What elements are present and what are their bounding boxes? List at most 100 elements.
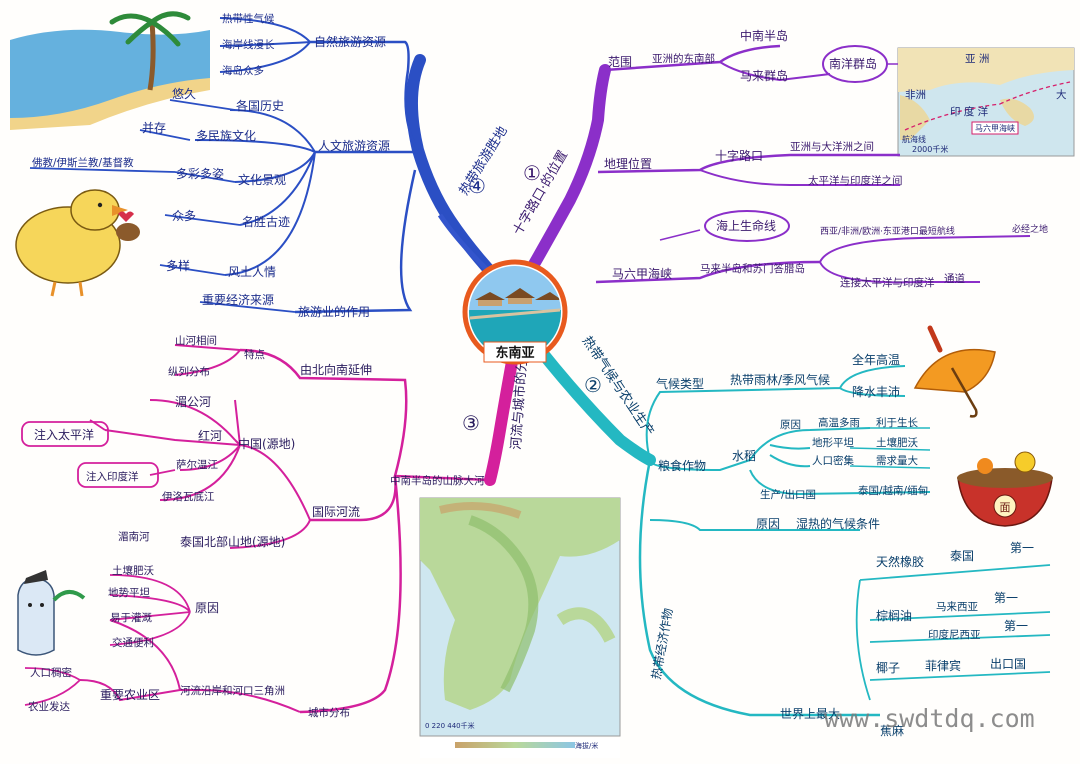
map-region-label: 马六甲海峡 — [975, 123, 1015, 133]
umbrella-illustration — [913, 325, 996, 418]
food-r4: 土壤肥沃 — [876, 436, 918, 449]
map-scale-label: 2000千米 — [912, 144, 948, 154]
river-irra: 萨尔温江 — [176, 458, 218, 471]
location-c1: 亚洲与大洋洲之间 — [790, 140, 874, 153]
tourism-econ-label: 重要经济来源 — [202, 292, 274, 307]
natural-resources-label: 自然旅游资源 — [314, 34, 386, 49]
cities-reason: 原因 — [195, 601, 219, 615]
human-item-3a: 多彩多姿 — [176, 167, 224, 181]
cities-agri: 重要农业区 — [100, 688, 160, 702]
branch-2-number: ② — [584, 373, 602, 397]
human-item-5b: 风土人情 — [228, 265, 276, 279]
tropical-palm: 棕榈油 — [876, 608, 912, 623]
food-reason: 原因 — [780, 419, 801, 431]
cities-c1: 土壤肥沃 — [112, 564, 154, 577]
map-ocean2-label: 大 — [1056, 88, 1067, 101]
branch-4-number: ④ — [468, 174, 486, 198]
map2-legend-label: 海拔/米 — [575, 741, 598, 750]
climate-hot: 全年高温 — [852, 352, 900, 367]
branch-3-number: ③ — [462, 411, 480, 435]
strait-must: 必经之地 — [1012, 223, 1048, 235]
bottle-illustration — [17, 570, 86, 656]
cities-c2: 地势平坦 — [108, 586, 150, 599]
food-r3: 地形平坦 — [812, 436, 854, 449]
cities-p1: 人口稠密 — [30, 666, 72, 679]
tropical-first-3: 第一 — [1004, 619, 1028, 633]
river-thai-source: 泰国北部山地(源地) — [180, 534, 285, 549]
food-rice: 水稻 — [732, 449, 756, 463]
cities-c3: 易于灌溉 — [110, 611, 152, 624]
tropical-palm-c1: 马来西亚 — [936, 601, 978, 613]
river-china-source: 中国(源地) — [238, 436, 295, 451]
strait-label: 马六甲海峡 — [612, 266, 672, 281]
food-producers: 生产/出口国 — [760, 488, 816, 501]
food-label: 粮食作物 — [658, 458, 706, 473]
natural-item-2: 海岸线漫长 — [222, 38, 275, 51]
range-sub: 亚洲的东南部 — [652, 52, 715, 65]
strait-lifeline: 海上生命线 — [716, 218, 776, 233]
terrain-label: 中南半岛的山脉大河 — [390, 474, 485, 487]
tropical-coconut-country: 菲律宾 — [925, 658, 961, 673]
terrain-f2: 纵列分布 — [168, 365, 210, 378]
human-item-3: 佛教/伊斯兰教/基督教 — [32, 156, 134, 169]
human-item-4b: 名胜古迹 — [242, 214, 290, 229]
location-label: 地理位置 — [604, 156, 652, 171]
river-salween: 湄公河 — [175, 395, 211, 409]
range-label: 范围 — [608, 55, 632, 69]
climate-rain: 降水丰沛 — [852, 385, 900, 399]
cities-along: 河流沿岸和河口三角洲 — [180, 684, 285, 697]
terrain-feature: 特点 — [244, 349, 265, 361]
terrain-f1: 山河相间 — [175, 334, 217, 347]
river-pacific: 注入太平洋 — [34, 427, 94, 442]
cities-p2: 农业发达 — [28, 700, 70, 713]
cities-c4: 交通便利 — [112, 636, 154, 649]
tropical-reason-text: 湿热的气候条件 — [796, 516, 880, 531]
center-title: 东南亚 — [495, 345, 534, 361]
branch-3-label: 河流与城市的分布 — [508, 345, 531, 450]
food-countries: 泰国/越南/缅甸 — [858, 484, 928, 497]
climate-label: 气候类型 — [656, 376, 704, 391]
human-item-2: 并存 — [142, 121, 166, 135]
tropical-label: 热带经济作物 — [648, 607, 675, 681]
location-crossroad: 十字路口 — [715, 148, 763, 163]
tropical-coconut: 椰子 — [876, 660, 900, 675]
branch-3-rivers-cities: ③ 河流与城市的分布 中南半岛的山脉大河 由北向南延伸 特点 山河相间 纵列分布… — [21, 334, 531, 719]
beach-illustration — [10, 11, 210, 130]
cities-label: 城市分布 — [308, 706, 350, 719]
strait-route: 西亚/非洲/欧洲·东亚港口最短航线 — [820, 225, 955, 237]
center-node: 东南亚 — [462, 259, 568, 365]
human-item-4: 众多 — [172, 209, 196, 223]
map2-scale-label: 0 220 440千米 — [425, 721, 475, 730]
climate-types: 热带雨林/季风气候 — [730, 372, 830, 387]
range-nanyang: 南洋群岛 — [829, 56, 877, 71]
map-ocean-label: 印 度 洋 — [950, 105, 989, 118]
human-item-1b: 各国历史 — [236, 98, 284, 113]
river-red: 红河 — [198, 428, 222, 443]
river-indian: 注入印度洋 — [86, 470, 139, 483]
map-legend-label: 航海线 — [902, 134, 926, 144]
natural-item-1: 热带性气候 — [222, 12, 275, 25]
human-item-1: 悠久 — [172, 86, 196, 101]
strait-connect: 连接太平洋与印度洋 — [840, 276, 935, 289]
malacca-map: 亚 洲 非洲 大 印 度 洋 马六甲海峡 航海线 2000千米 — [897, 47, 1075, 157]
human-item-2b: 多民族文化 — [196, 128, 256, 143]
chicken-illustration — [15, 189, 140, 297]
food-r2: 利于生长 — [876, 416, 918, 429]
food-r1: 高温多雨 — [818, 416, 860, 429]
branch-1-number: ① — [523, 161, 541, 185]
range-peninsula: 中南半岛 — [740, 28, 788, 43]
tropical-rubber-country: 泰国 — [950, 549, 974, 563]
indochina-map: 海拔/米 0 220 440千米 — [419, 497, 621, 758]
food-r6: 需求量大 — [876, 454, 918, 467]
human-item-5: 多样 — [166, 258, 190, 273]
human-resources-label: 人文旅游资源 — [318, 138, 390, 153]
map-africa-label: 非洲 — [905, 89, 926, 101]
watermark: www.swdtdq.com — [824, 704, 1035, 733]
branch-4-tourism: 热带旅游胜地 ④ 自然旅游资源 热带性气候 海岸线漫长 海岛众多 人文旅游资源 … — [29, 12, 511, 319]
river-menam: 湄南河 — [118, 530, 150, 543]
tropical-palm-c2: 印度尼西亚 — [928, 628, 981, 641]
location-c2: 太平洋与印度洋之间 — [808, 174, 903, 187]
tropical-rubber: 天然橡胶 — [876, 554, 924, 569]
